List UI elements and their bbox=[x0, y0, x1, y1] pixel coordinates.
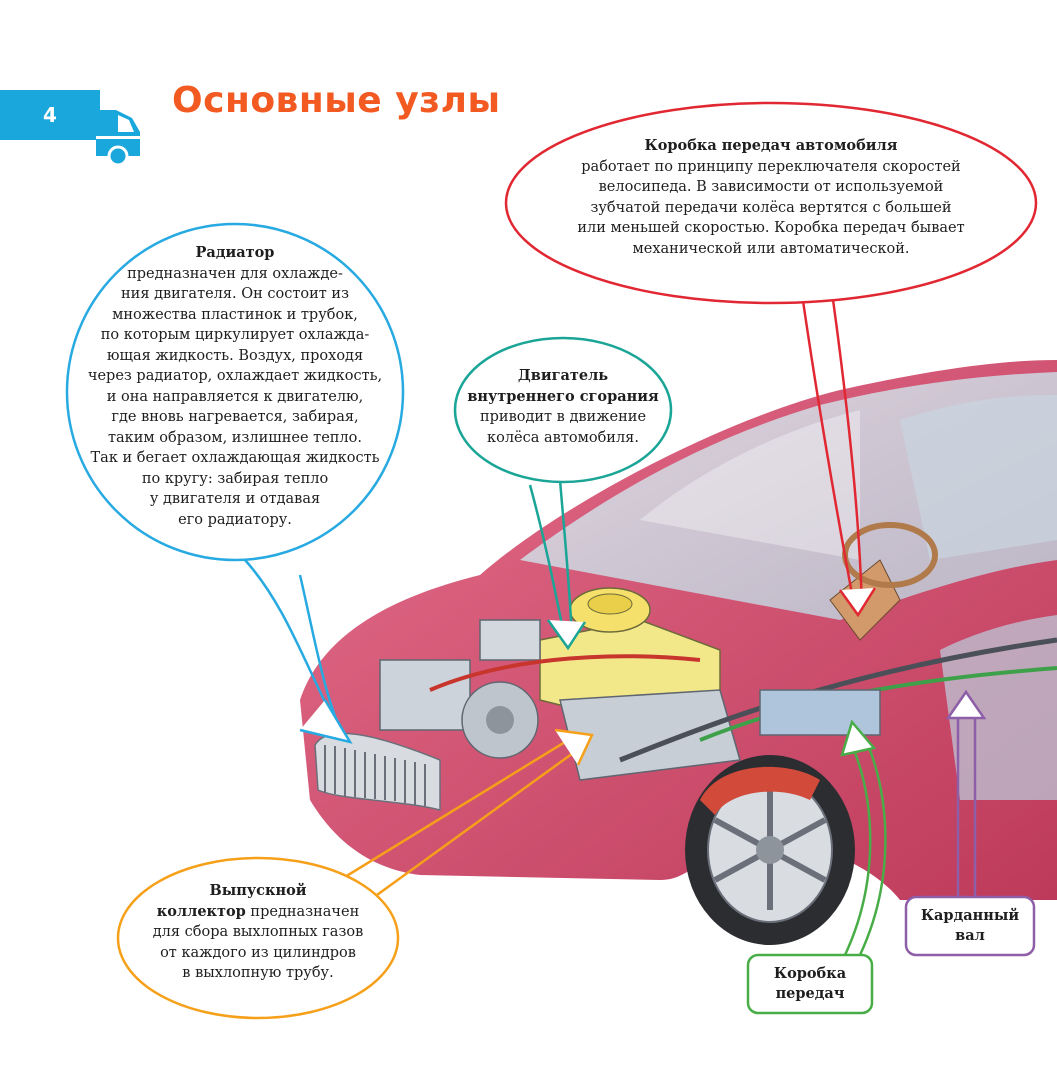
page-number: 4 bbox=[43, 103, 57, 127]
gearbox-car-bubble bbox=[504, 101, 1038, 618]
cardan-shaft-label: Карданный вал bbox=[909, 900, 1031, 952]
radiator-text: Радиатор предназначен для охлажде- ния д… bbox=[87, 244, 383, 528]
exhaust-text: Выпускной коллектор предназначен для сбо… bbox=[152, 882, 364, 981]
gearbox-car-text: Коробка передач автомобиля работает по п… bbox=[577, 137, 965, 257]
front-wheel bbox=[685, 755, 855, 945]
page-number-tab: 4 bbox=[0, 90, 100, 140]
gearbox-car-title: Коробка передач автомобиля bbox=[644, 137, 898, 154]
page-title: Основные узлы bbox=[172, 80, 501, 121]
engine-title: Двигатель bbox=[517, 367, 609, 384]
engine-block bbox=[379, 587, 741, 781]
engine-bubble bbox=[453, 336, 673, 651]
exhaust-title: Выпускной bbox=[209, 882, 307, 899]
radiator-title: Радиатор bbox=[195, 244, 275, 261]
drivetrain bbox=[429, 522, 1057, 763]
car-body bbox=[300, 360, 1057, 900]
exhaust-bubble bbox=[116, 728, 594, 1020]
engine-text: Двигатель внутреннего сгорания приводит … bbox=[467, 367, 659, 446]
truck-icon bbox=[96, 110, 140, 167]
gearbox-label: Коробка передач bbox=[751, 958, 869, 1010]
radiator-bubble bbox=[65, 222, 405, 744]
